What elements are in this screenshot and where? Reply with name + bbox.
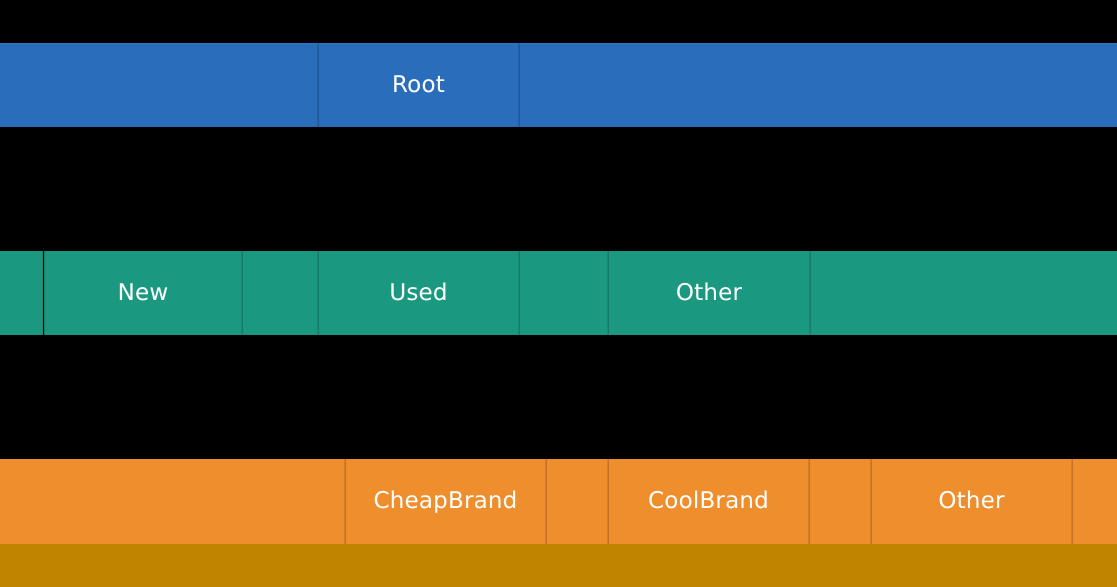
chart-node-new[interactable]: New [44, 251, 242, 335]
chart-node-other[interactable]: Other [871, 459, 1072, 544]
chart-node-label: Used [389, 279, 448, 306]
chart-level-category: New Used Other [0, 251, 1117, 335]
chart-node-other[interactable]: Other [608, 251, 810, 335]
chart-node-leaf-0[interactable] [0, 544, 1117, 587]
chart-node-label: New [117, 279, 169, 306]
chart-level-root: Root [0, 43, 1117, 127]
chart-node-category-2[interactable] [242, 251, 318, 335]
chart-node-label: Other [675, 279, 743, 306]
chart-node-category-6[interactable] [810, 251, 1117, 335]
chart-node-label: Other [938, 488, 1005, 514]
chart-node-label: Root [392, 72, 445, 98]
chart-node-category-4[interactable] [519, 251, 608, 335]
chart-node-root-2[interactable] [519, 43, 1117, 127]
chart-node-coolbrand[interactable]: CoolBrand [608, 459, 809, 544]
chart-node-category-0[interactable] [0, 251, 43, 335]
chart-node-root[interactable]: Root [318, 43, 519, 127]
chart-node-brand-6[interactable] [1072, 459, 1117, 544]
chart-level-brand: CheapBrand CoolBrand Other [0, 459, 1117, 544]
chart-node-used[interactable]: Used [318, 251, 519, 335]
chart-node-brand-2[interactable] [546, 459, 608, 544]
chart-node-brand-4[interactable] [809, 459, 871, 544]
chart-node-label: CheapBrand [373, 488, 518, 514]
chart-level-leaf [0, 544, 1117, 587]
chart-node-root-0[interactable] [0, 43, 318, 127]
chart-node-brand-0[interactable] [0, 459, 345, 544]
chart-node-label: CoolBrand [648, 488, 769, 514]
chart-node-cheapbrand[interactable]: CheapBrand [345, 459, 546, 544]
